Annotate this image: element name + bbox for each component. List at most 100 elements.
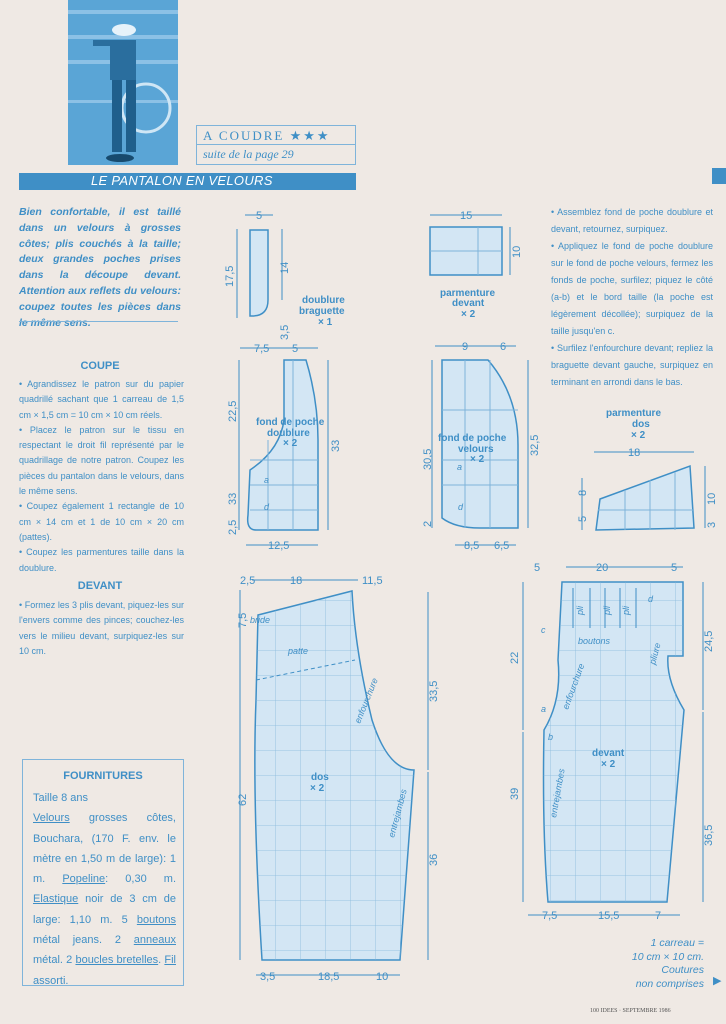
point-label: b: [548, 732, 553, 742]
coupe-text: • Agrandissez le patron sur du papier qu…: [19, 377, 184, 576]
coupe-paragraph: • Coupez également 1 rectangle de 10 cm …: [19, 501, 184, 542]
material-detail: grosses côtes, Bouchara, (170 F. env. le…: [33, 812, 176, 886]
piece-qty: × 2: [470, 454, 485, 465]
side-tab-marker: [712, 168, 726, 184]
piece-label: parmenture: [440, 288, 495, 299]
dim-label: 3: [706, 522, 718, 528]
dim-label: 10: [376, 971, 388, 983]
dim-label: 62: [237, 794, 249, 806]
material-detail: noir de 3 cm de large: 1,10 m. 5: [33, 893, 176, 926]
point-label: a: [541, 704, 546, 714]
pli-label: pli: [575, 605, 585, 616]
coupe-paragraph: • Agrandissez le patron sur du papier qu…: [19, 379, 184, 420]
section-label: A COUDRE ★★★: [203, 128, 331, 143]
boutons-label: boutons: [578, 636, 611, 646]
material-detail: .: [158, 954, 165, 967]
piece-label: doublure: [302, 295, 345, 306]
patte-label: patte: [287, 646, 308, 656]
piece-label: velours: [458, 444, 494, 455]
piece-label: devant: [592, 748, 625, 759]
piece-devant: 5 20 5 22 39 24,5 36,5 7,5 15,5 7 pli pl…: [509, 562, 715, 922]
dim-label: 5: [577, 516, 589, 522]
piece-label: fond de poche: [256, 417, 325, 428]
piece-qty: × 2: [601, 759, 616, 770]
scale-note-line: 1 carreau =: [650, 937, 704, 949]
dim-label: 11,5: [362, 575, 383, 587]
page-footer: 100 IDEES · SEPTEMBRE 1986: [590, 1008, 671, 1014]
material-anneaux: anneaux: [133, 934, 176, 947]
piece-label: doublure: [267, 428, 310, 439]
piece-label: devant: [452, 298, 485, 309]
continued-from: suite de la page 29: [203, 147, 294, 161]
bride-label: bride: [250, 615, 270, 625]
piece-qty: × 2: [283, 438, 298, 449]
piece-qty: × 1: [318, 317, 333, 328]
pli-label: pli: [621, 605, 631, 616]
piece-qty: × 2: [631, 430, 646, 441]
dim-label: 10: [706, 493, 718, 505]
dim-label: 5: [256, 210, 262, 222]
dim-label: 3,5: [260, 971, 275, 983]
dim-label: 6,5: [494, 540, 509, 552]
dim-label: 5: [671, 562, 677, 574]
dim-label: 6: [500, 341, 506, 353]
dim-label: 33: [330, 440, 342, 452]
point-label: d: [458, 502, 464, 512]
instruction-paragraph: • Surfilez l'enfourchure devant; repliez…: [551, 343, 713, 387]
piece-label: dos: [311, 772, 329, 783]
fournitures-heading: FOURNITURES: [63, 770, 143, 782]
piece-parmenture-devant: 15 10 parmenture devant × 2: [429, 210, 523, 320]
dim-label: 9: [462, 341, 468, 353]
dim-label: 8,5: [464, 540, 479, 552]
dim-label: 18: [628, 447, 640, 459]
dim-label: 36,5: [703, 825, 715, 846]
material-detail: métal jeans. 2: [33, 934, 134, 947]
intro-paragraph: Bien confortable, il est taillé dans un …: [19, 206, 181, 329]
dim-label: 12,5: [268, 540, 289, 552]
point-label: a: [457, 462, 462, 472]
coupe-paragraph: • Coupez les parmentures taille dans la …: [19, 547, 184, 573]
material-detail: métal. 2: [33, 954, 76, 967]
dim-label: 22: [509, 652, 521, 664]
dim-label: 10: [511, 246, 523, 258]
piece-qty: × 2: [461, 309, 476, 320]
next-page-arrow-icon: ▶: [713, 975, 722, 987]
dim-label: 3,5: [279, 325, 291, 340]
piece-fond-poche-velours: 9 6 30,5 2 32,5 8,5 6,5 fond de poche ve…: [422, 341, 541, 552]
scale-note-line: Coutures: [661, 964, 704, 976]
material-velours: Velours: [33, 812, 70, 825]
piece-dos: 2,5 18 11,5 7,5 62 33,5 36 3,5 18,5 10 b…: [237, 575, 440, 983]
photo-child-with-bicycle: [68, 0, 178, 165]
point-label: a: [264, 475, 269, 485]
dim-label: 33: [227, 493, 239, 505]
scale-note-line: 10 cm × 10 cm.: [631, 950, 704, 963]
piece-label: fond de poche: [438, 433, 507, 444]
devant-text: • Formez les 3 plis devant, piquez-les s…: [19, 600, 184, 656]
material-boutons: boutons: [136, 913, 176, 926]
instruction-paragraph: • Appliquez le fond de poche doublure su…: [551, 241, 713, 336]
devant-heading: DEVANT: [77, 580, 123, 592]
material-detail: : 0,30 m.: [105, 873, 176, 886]
dim-label: 2,5: [227, 520, 239, 535]
piece-doublure-braguette: 5 17,5 14 3,5 doublure braguette × 1: [224, 210, 345, 340]
material-elastique: Elastique: [33, 893, 79, 906]
size-text: Taille 8 ans: [33, 792, 89, 804]
divider: [19, 321, 178, 322]
coupe-heading: COUPE: [80, 360, 120, 372]
dim-label: 15: [460, 210, 472, 222]
section-label-box: A COUDRE ★★★ suite de la page 29: [196, 125, 356, 165]
dim-label: 20: [596, 562, 608, 574]
dim-label: 7: [655, 910, 661, 922]
dim-label: 24,5: [703, 631, 715, 652]
scale-note: 1 carreau = 10 cm × 10 cm. Coutures non …: [600, 937, 704, 991]
material-popeline: Popeline: [62, 873, 106, 886]
dim-label: 18: [290, 575, 302, 587]
piece-parmenture-dos: 18 8 5 10 3 parmenture dos × 2: [577, 408, 718, 531]
material-detail: assorti.: [33, 974, 69, 987]
dim-label: 18,5: [318, 971, 339, 983]
piece-fond-poche-doublure: 7,5 5 22,5 33 2,5 33 12,5 fond de poche …: [227, 343, 342, 552]
piece-label: dos: [632, 419, 650, 430]
dim-label: 2: [422, 521, 434, 527]
